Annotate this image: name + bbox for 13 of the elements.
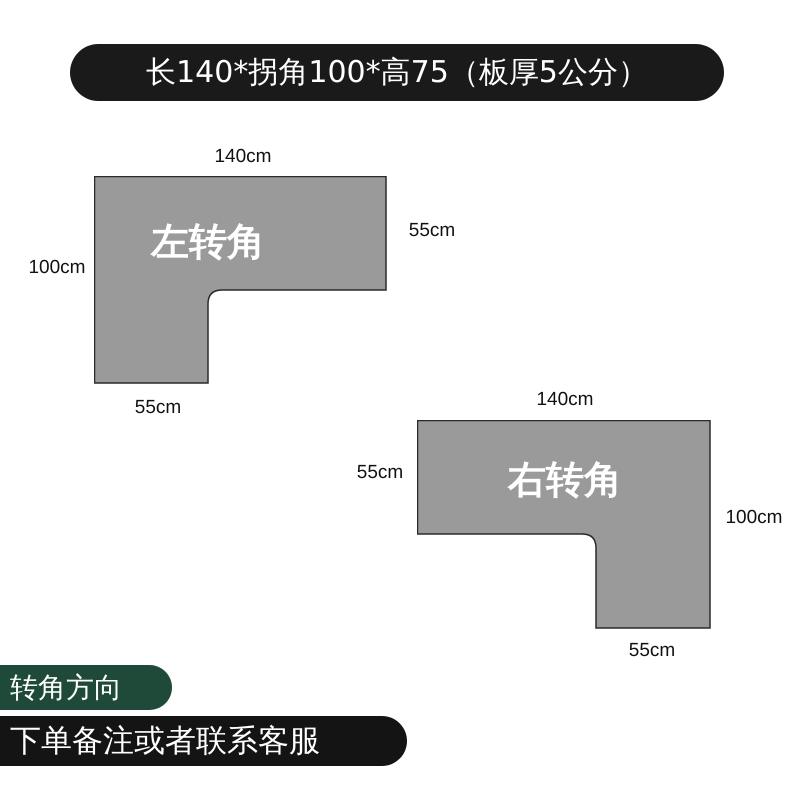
dimension-label: 55cm [134, 397, 182, 419]
dimension-label: 55cm [628, 640, 676, 662]
dimension-label: 140cm [536, 389, 594, 411]
title-banner: 长140*拐角100*高75（板厚5公分） [70, 44, 724, 101]
dimension-label: 140cm [214, 146, 272, 168]
dimension-label: 55cm [356, 462, 404, 484]
dimension-label: 100cm [725, 507, 783, 529]
note-banner: 下单备注或者联系客服 [0, 716, 407, 766]
corner-direction-label: 右转角 [508, 456, 622, 504]
note-banner: 转角方向 [0, 665, 172, 710]
dimension-label: 100cm [28, 257, 86, 279]
dimension-label: 55cm [408, 220, 456, 242]
corner-direction-label: 左转角 [151, 218, 265, 266]
